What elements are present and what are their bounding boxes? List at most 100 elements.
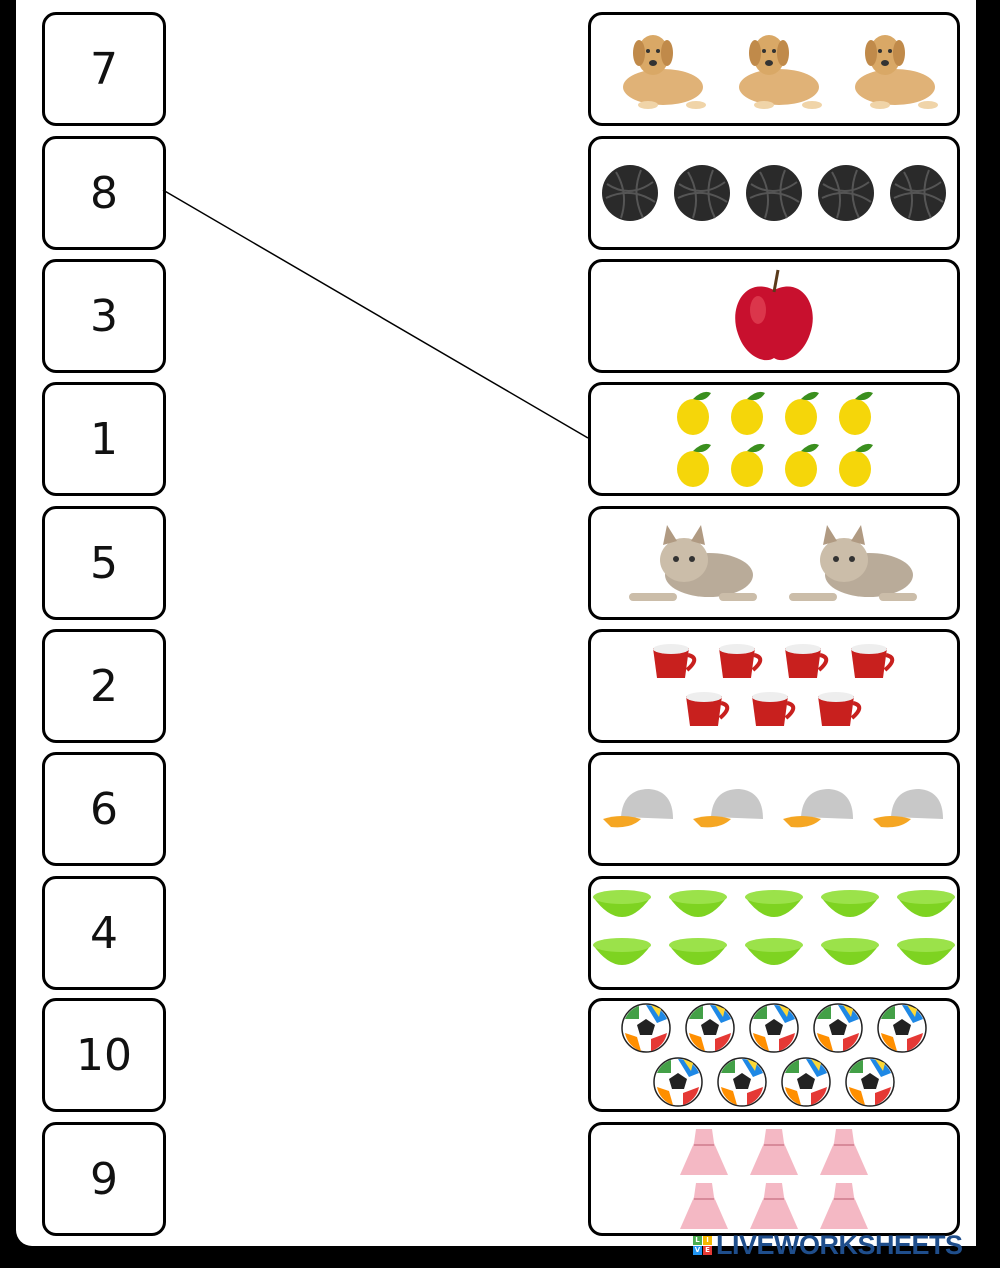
picture-box-cup[interactable] [588, 629, 960, 743]
dog-icon [608, 25, 708, 113]
dress-icon [676, 1181, 732, 1231]
cup-icon [715, 640, 767, 684]
cup-icon [814, 688, 866, 732]
picture-row [682, 688, 866, 732]
bowl-icon [591, 887, 653, 931]
cup-icon [649, 640, 701, 684]
cat-icon [789, 515, 919, 611]
number-box-8[interactable]: 8 [42, 136, 166, 250]
soccer-ball-icon [717, 1057, 767, 1107]
picture-box-cat[interactable] [588, 506, 960, 620]
cup-icon [682, 688, 734, 732]
picture-row [673, 389, 875, 437]
number-box-7[interactable]: 7 [42, 12, 166, 126]
logo-tile: V [693, 1246, 702, 1255]
cup-icon [847, 640, 899, 684]
picture-box-soccer-ball[interactable] [588, 998, 960, 1112]
number-label: 5 [90, 537, 118, 589]
number-box-5[interactable]: 5 [42, 506, 166, 620]
picture-box-dress[interactable] [588, 1122, 960, 1236]
number-label: 4 [90, 907, 118, 959]
number-box-10[interactable]: 10 [42, 998, 166, 1112]
soccer-ball-icon [781, 1057, 831, 1107]
logo-tiles: L I V E [693, 1236, 712, 1255]
number-label: 1 [90, 413, 118, 465]
dress-icon [816, 1127, 872, 1177]
lemon-icon [835, 441, 875, 489]
lemon-icon [673, 441, 713, 489]
yarn-ball-icon [889, 164, 947, 222]
dress-icon [746, 1181, 802, 1231]
cap-icon [691, 783, 767, 835]
picture-row [629, 515, 919, 611]
number-label: 8 [90, 167, 118, 219]
dress-icon [676, 1127, 732, 1177]
dress-icon [746, 1127, 802, 1177]
soccer-ball-icon [621, 1003, 671, 1053]
picture-box-cap[interactable] [588, 752, 960, 866]
picture-row [673, 441, 875, 489]
picture-row [653, 1057, 895, 1107]
picture-row [591, 887, 957, 931]
yarn-ball-icon [673, 164, 731, 222]
logo-tile: L [693, 1236, 702, 1245]
picture-row [608, 25, 940, 113]
cap-icon [781, 783, 857, 835]
picture-box-apple[interactable] [588, 259, 960, 373]
number-box-1[interactable]: 1 [42, 382, 166, 496]
picture-row [591, 935, 957, 979]
picture-box-yarn-ball[interactable] [588, 136, 960, 250]
bowl-icon [895, 935, 957, 979]
picture-row [676, 1127, 872, 1177]
number-box-4[interactable]: 4 [42, 876, 166, 990]
number-box-6[interactable]: 6 [42, 752, 166, 866]
logo-tile: I [703, 1236, 712, 1245]
picture-row [726, 266, 822, 366]
number-box-3[interactable]: 3 [42, 259, 166, 373]
picture-row [601, 164, 947, 222]
bowl-icon [895, 887, 957, 931]
picture-row [621, 1003, 927, 1053]
apple-icon [726, 266, 822, 366]
picture-box-dog[interactable] [588, 12, 960, 126]
lemon-icon [727, 441, 767, 489]
picture-box-bowl[interactable] [588, 876, 960, 990]
picture-row [676, 1181, 872, 1231]
lemon-icon [835, 389, 875, 437]
cat-icon [629, 515, 759, 611]
bowl-icon [591, 935, 653, 979]
dog-icon [840, 25, 940, 113]
soccer-ball-icon [749, 1003, 799, 1053]
logo-text: LIVEWORKSHEETS [716, 1230, 963, 1260]
bowl-icon [743, 887, 805, 931]
number-label: 9 [90, 1153, 118, 1205]
picture-box-lemon[interactable] [588, 382, 960, 496]
soccer-ball-icon [653, 1057, 703, 1107]
dress-icon [816, 1181, 872, 1231]
number-label: 2 [90, 660, 118, 712]
number-label: 3 [90, 290, 118, 342]
bowl-icon [667, 887, 729, 931]
lemon-icon [673, 389, 713, 437]
soccer-ball-icon [845, 1057, 895, 1107]
liveworksheets-logo: L I V E LIVEWORKSHEETS [693, 1230, 963, 1261]
yarn-ball-icon [817, 164, 875, 222]
cap-icon [871, 783, 947, 835]
yarn-ball-icon [601, 164, 659, 222]
bowl-icon [743, 935, 805, 979]
number-label: 7 [90, 43, 118, 95]
number-label: 10 [76, 1029, 132, 1081]
cap-icon [601, 783, 677, 835]
number-box-2[interactable]: 2 [42, 629, 166, 743]
lemon-icon [727, 389, 767, 437]
lemon-icon [781, 441, 821, 489]
cup-icon [748, 688, 800, 732]
logo-tile: E [703, 1246, 712, 1255]
number-box-9[interactable]: 9 [42, 1122, 166, 1236]
number-label: 6 [90, 783, 118, 835]
soccer-ball-icon [813, 1003, 863, 1053]
lemon-icon [781, 389, 821, 437]
bowl-icon [819, 935, 881, 979]
yarn-ball-icon [745, 164, 803, 222]
picture-row [649, 640, 899, 684]
